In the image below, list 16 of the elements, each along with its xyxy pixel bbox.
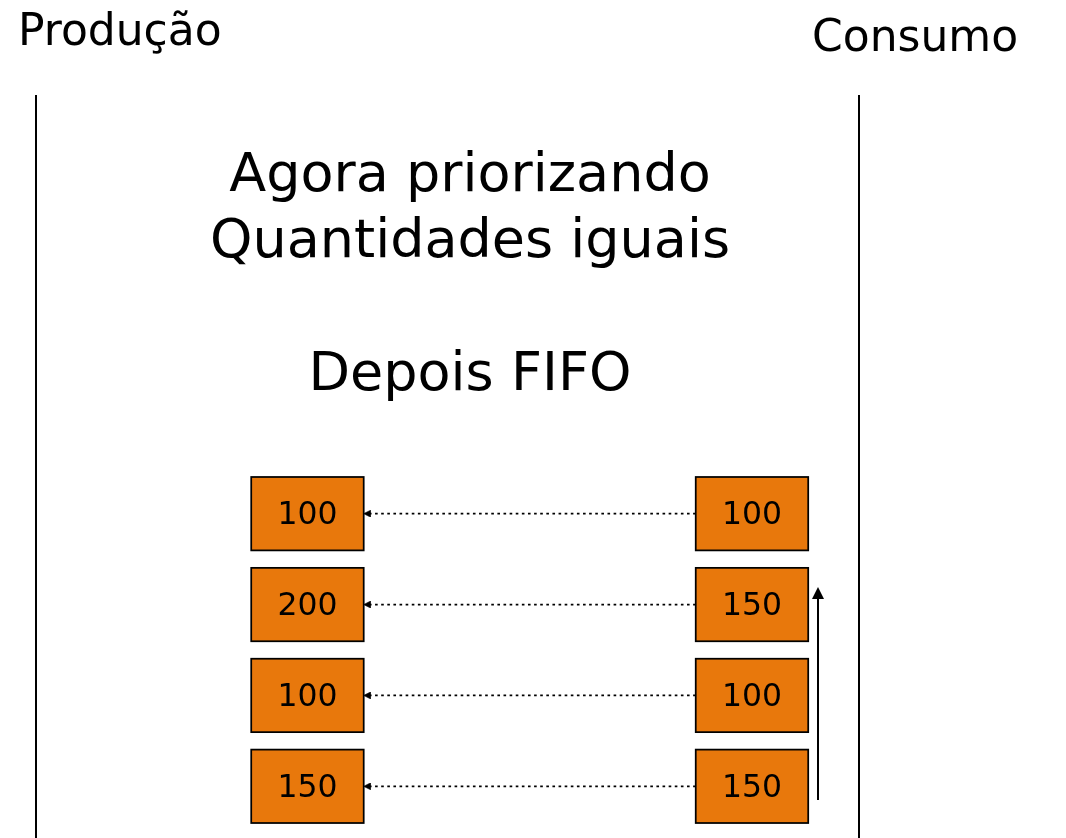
column-heading: Consumo bbox=[812, 10, 1019, 61]
node-box: 100 bbox=[250, 657, 365, 733]
node-box: 150 bbox=[695, 748, 810, 824]
node-box: 100 bbox=[695, 476, 810, 552]
node-box: 200 bbox=[250, 567, 365, 643]
column-heading: Produção bbox=[18, 4, 222, 55]
arrow bbox=[363, 782, 697, 791]
node-box: 150 bbox=[250, 748, 365, 824]
arrow bbox=[363, 600, 697, 609]
node-box: 150 bbox=[695, 567, 810, 643]
subtitle: Depois FIFO bbox=[307, 340, 633, 403]
arrow bbox=[363, 691, 697, 700]
arrow bbox=[363, 509, 697, 518]
node-box: 100 bbox=[250, 476, 365, 552]
title: Agora priorizando Quantidades iguais bbox=[208, 140, 732, 272]
node-box: 100 bbox=[695, 657, 810, 733]
